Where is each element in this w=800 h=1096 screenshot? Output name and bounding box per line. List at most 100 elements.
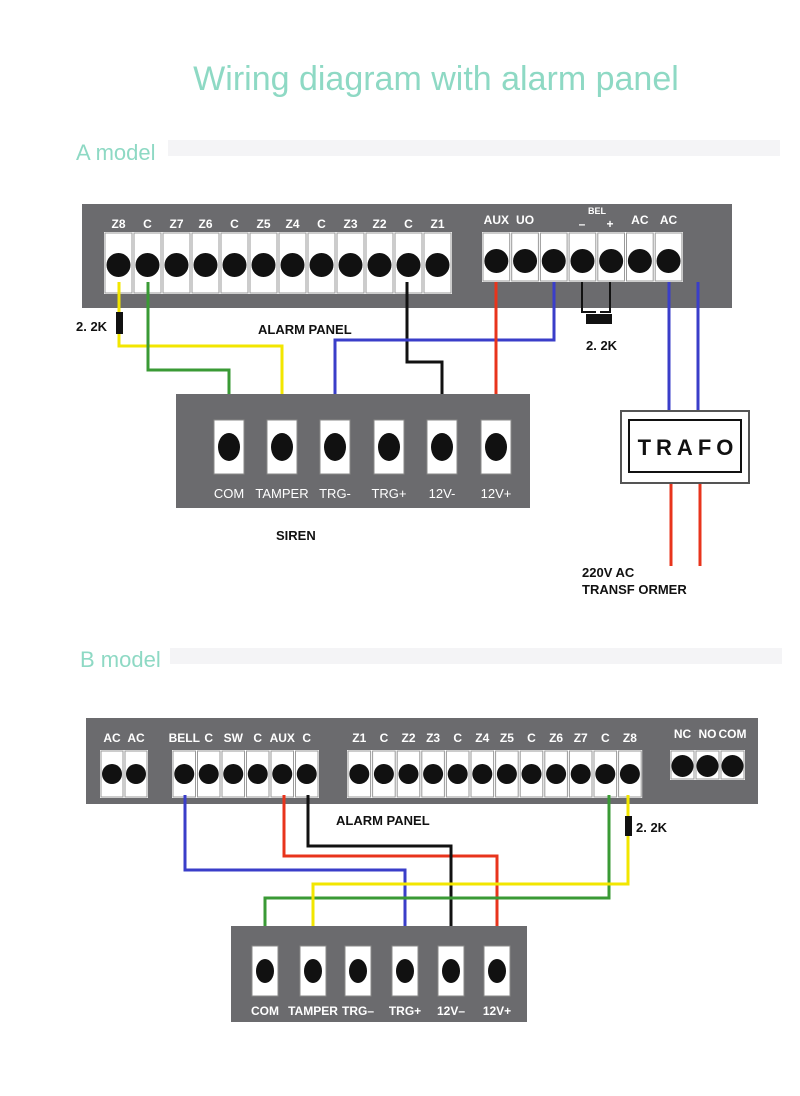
model-b-zone-screw-10-c [595,764,616,784]
model-b-zone-block-base [347,750,643,798]
model-b-ac-terminal-label-0-ac: AC [103,731,121,745]
model-a-zone-terminal-label-11-z1: Z1 [430,217,444,231]
model-a-power-screw-5-ac [627,249,652,273]
model-a-zone-screw-3-z6 [193,253,218,277]
model-b-output-terminal-label-1-c: C [204,731,213,745]
model-a-power-terminal-label-0-aux: AUX [484,213,509,227]
model-a-heading: A model [76,140,156,165]
model-a-siren-terminal-label-2-trg: TRG- [319,486,351,501]
model-b-relay-terminal-label-0-nc: NC [674,727,692,741]
model-b-output-terminal-label-2-sw: SW [224,731,244,745]
model-b-siren-terminal-label-1-tamper: TAMPER [288,1004,338,1018]
model-a-siren-screw-4-12v [431,433,453,461]
model-a-siren-screw-1-tamper [271,433,293,461]
model-a-zone-terminal-label-0-z8: Z8 [111,217,125,231]
model-b-output-terminal-label-5-c: C [302,731,311,745]
model-a-zone-screw-1-c [135,253,160,277]
model-a-bel-plus: + [606,217,613,231]
model-a-power-screw-6-ac [656,249,681,273]
model-a-siren-screw-2-trg [324,433,346,461]
model-b-zone-screw-2-z2 [398,764,419,784]
model-a-wire-blue-trg [333,282,556,420]
model-a-siren-label: SIREN [276,528,316,543]
model-a-siren-screw-5-12v [485,433,507,461]
model-a-zone-screw-6-z4 [280,253,305,277]
model-a-bel-resistor-label: 2. 2K [586,338,618,353]
model-a-wire-black-12v-minus [405,282,444,420]
model-b-siren-terminal-label-3-trg: TRG+ [389,1004,421,1018]
model-b-zone-terminal-label-2-z2: Z2 [401,731,415,745]
model-a-siren-terminal-label-3-trg: TRG+ [371,486,406,501]
model-b-zone-terminal-label-10-c: C [601,731,610,745]
model-a-zone-terminal-label-7-c: C [317,217,326,231]
model-a-zone-screw-4-c [222,253,247,277]
model-b-ac-screw-0-ac [102,764,122,784]
model-a-zone-screw-8-z3 [338,253,363,277]
model-a-zone-screw-0-z8 [106,253,131,277]
model-a-mains-line2: TRANSF ORMER [582,582,687,597]
model-a-zone-terminal-label-5-z5: Z5 [256,217,270,231]
model-a-zone-screw-11-z1 [425,253,450,277]
model-b-ac-screw-1-ac [126,764,146,784]
model-b-zone-terminal-label-0-z1: Z1 [352,731,366,745]
model-a-siren-screw-0-com [218,433,240,461]
model-b-resistor [625,816,632,836]
model-b-siren-screw-5-12v [488,959,506,983]
model-b-siren-terminal-label-5-12v: 12V+ [483,1004,511,1018]
model-b-zone-screw-5-z4 [472,764,493,784]
model-b-heading-bar [170,648,782,664]
model-b-zone-terminal-label-9-z7: Z7 [574,731,588,745]
model-b-zone-screw-7-c [521,764,542,784]
model-b-output-screw-1-c [198,764,219,784]
model-b-zone-screw-8-z6 [546,764,567,784]
model-b-output-screw-0-bell [174,764,195,784]
model-b-zone-screw-9-z7 [570,764,591,784]
model-b-zone-terminal-label-8-z6: Z6 [549,731,563,745]
model-b-zone-terminal-label-3-z3: Z3 [426,731,440,745]
model-a-zone-terminal-label-1-c: C [143,217,152,231]
model-b-zone-screw-4-c [447,764,468,784]
model-b-output-terminal-label-0-bell: BELL [169,731,200,745]
model-a-power-screw-0-aux [484,249,509,273]
model-a-power-screw-3-blank [570,249,595,273]
model-a-zone-screw-5-z5 [251,253,276,277]
model-b-heading: B model [80,647,161,672]
model-b-zone-terminal-label-11-z8: Z8 [623,731,637,745]
model-a-zone-terminal-label-8-z3: Z3 [343,217,357,231]
model-a-zone-block-base [104,232,452,294]
model-b-output-screw-2-sw [223,764,244,784]
model-b-relay-screw-0-nc [671,755,694,777]
model-a-heading-bar [168,140,780,156]
model-a-power-terminal-label-5-ac: AC [631,213,649,227]
model-b-zone-terminal-label-6-z5: Z5 [500,731,514,745]
model-b-ac-terminal-block: AC AC [100,731,148,798]
model-b-siren-terminal-label-2-trg: TRG– [342,1004,374,1018]
model-a-resistor-left [116,312,123,334]
model-a-zone-screw-2-z7 [164,253,189,277]
model-b-siren-screw-1-tamper [304,959,322,983]
model-b-relay-terminal-label-1-no: NO [699,727,717,741]
model-a-power-screw-4-blank [599,249,624,273]
model-a-zone-terminal-label-6-z4: Z4 [285,217,299,231]
model-a-panel-label: ALARM PANEL [258,322,352,337]
model-a-power-terminal-label-1-uo: UO [516,213,534,227]
model-b-wire-blue-trg [183,795,407,960]
model-b-zone-terminal-label-5-z4: Z4 [475,731,489,745]
model-b-ac-terminal-label-1-ac: AC [127,731,145,745]
model-a-siren-screw-3-trg [378,433,400,461]
model-a-siren-terminal-label-1-tamper: TAMPER [255,486,308,501]
model-a-bel-resistor [586,314,612,324]
model-a-trafo-label: TRAFO [638,435,739,460]
model-b-panel-label: ALARM PANEL [336,813,430,828]
model-a-zone-terminal-label-9-z2: Z2 [372,217,386,231]
model-a-mains-line1: 220V AC [582,565,635,580]
model-b-wire-black-12v-minus [306,795,453,960]
